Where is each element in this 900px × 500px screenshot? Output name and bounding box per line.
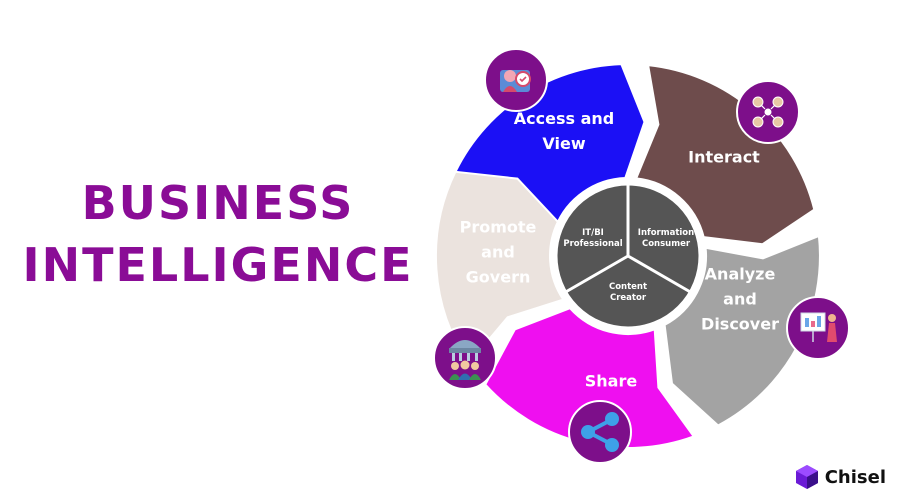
- hub-label-0: Professional: [563, 239, 622, 249]
- hub-label-1: Consumer: [642, 239, 691, 249]
- segment-label-promote: Promote: [460, 218, 537, 237]
- segment-promote: [434, 170, 565, 366]
- icon-badge-circle: [568, 400, 632, 464]
- government-people-icon: [449, 340, 481, 380]
- segment-label-analyze: and: [723, 290, 757, 309]
- hub-label-2: Content: [609, 282, 647, 292]
- hub-divider: [564, 254, 629, 294]
- chisel-hexagon-icon: [795, 465, 818, 489]
- promote-badge: [433, 326, 497, 390]
- icon-badges: [433, 48, 850, 464]
- interact-badge: [736, 80, 800, 144]
- hub-divider: [627, 254, 692, 294]
- access-badge: [484, 48, 548, 112]
- segment-label-access: Access and: [514, 109, 614, 128]
- segment-label-access: View: [542, 134, 585, 153]
- segment-label-promote: and: [481, 243, 515, 262]
- segment-share: [484, 307, 696, 449]
- presentation-analyst-icon: [800, 312, 837, 342]
- segment-label-analyze: Analyze: [705, 265, 776, 284]
- segment-label-promote: Govern: [466, 268, 531, 287]
- segment-label-analyze: Discover: [701, 315, 779, 334]
- page-title: BUSINESS INTELLIGENCE: [18, 172, 418, 296]
- hub-label-0: IT/BI: [582, 228, 604, 238]
- analyze-badge: [786, 296, 850, 360]
- title-line-2: INTELLIGENCE: [22, 238, 414, 292]
- user-access-icon: [500, 70, 531, 92]
- brand-logo: Chisel: [795, 464, 886, 490]
- segment-label-interact: Interact: [688, 148, 760, 167]
- brand-name: Chisel: [824, 466, 886, 488]
- segment-label-share: Share: [585, 372, 638, 391]
- hub-label-2: Creator: [610, 293, 647, 303]
- segment-interact: [634, 63, 816, 246]
- hub-label-1: Information: [638, 228, 694, 238]
- people-network-icon: [752, 96, 784, 128]
- icon-badge-circle: [433, 326, 497, 390]
- share-badge: [568, 400, 632, 464]
- title-line-1: BUSINESS: [81, 176, 355, 230]
- share-icon: [581, 412, 619, 452]
